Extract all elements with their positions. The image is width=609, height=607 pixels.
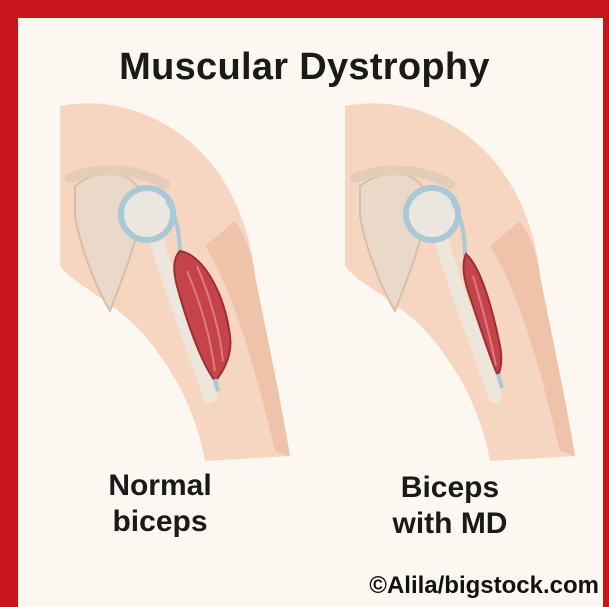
md-caption-line1: Biceps [350, 470, 550, 506]
normal-arm-illustration [55, 96, 295, 466]
md-caption-line2: with MD [350, 506, 550, 542]
md-arm-illustration [340, 96, 580, 466]
humeral-head [121, 188, 173, 240]
md-biceps-caption: Biceps with MD [350, 470, 550, 542]
normal-caption-line1: Normal [60, 468, 260, 504]
normal-caption-line2: biceps [60, 504, 260, 540]
humeral-head [406, 188, 458, 240]
image-credit: ©Alila/bigstock.com [367, 572, 601, 600]
normal-biceps-caption: Normal biceps [60, 468, 260, 540]
page-title: Muscular Dystrophy [0, 46, 609, 89]
